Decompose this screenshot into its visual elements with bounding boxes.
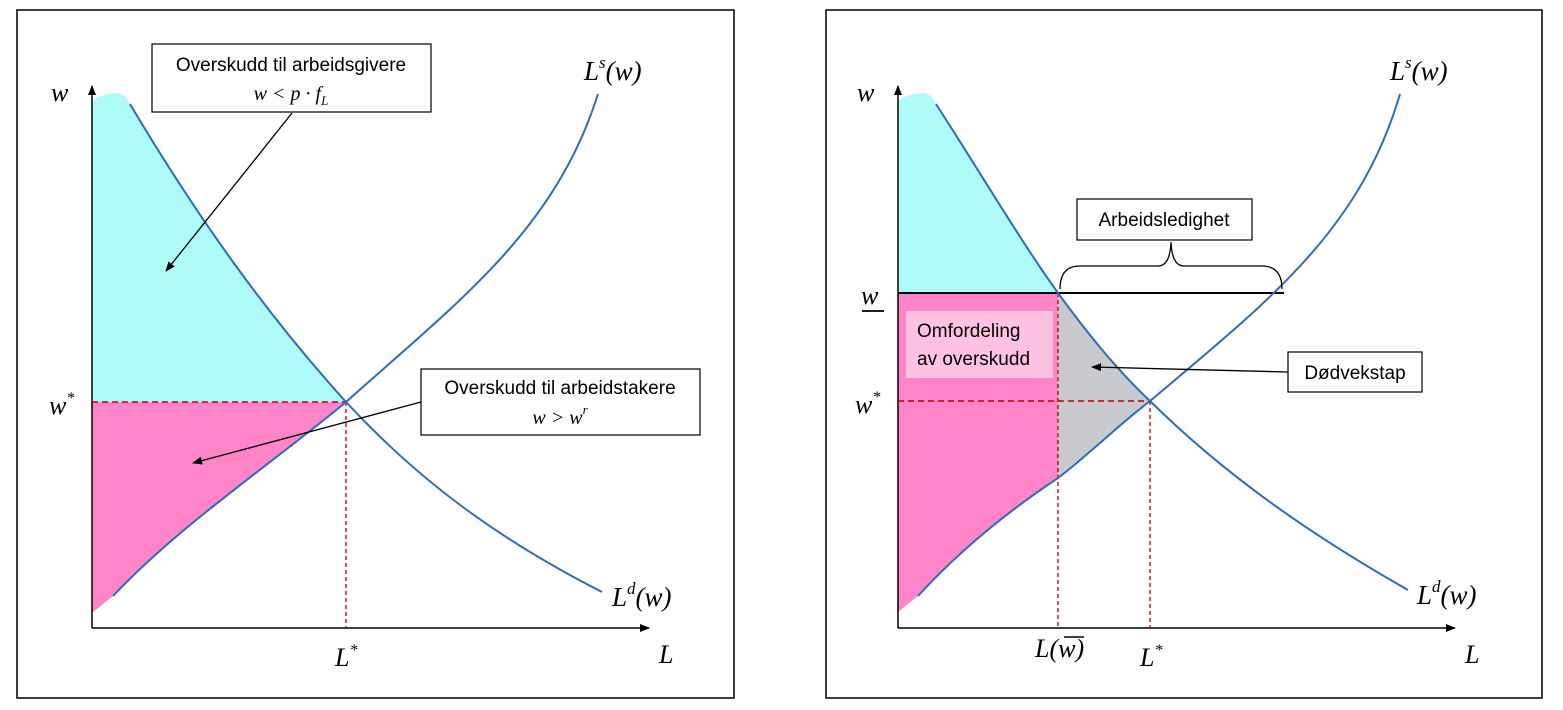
right-panel: Arbeidsledighet Omfordeling av overskudd…: [825, 9, 1543, 699]
right-wbar-label: w: [861, 281, 879, 310]
right-lwbar-label: L(w): [1034, 634, 1084, 663]
right-demand-label: Ld(w): [1416, 577, 1477, 610]
redistribution-label-line1: Omfordeling: [917, 321, 1021, 342]
right-supply-label: Ls(w): [1389, 53, 1448, 86]
right-supply-curve: [917, 93, 1401, 597]
left-wstar-label: w*: [49, 390, 74, 420]
right-y-axis-label: w: [857, 78, 875, 107]
left-y-axis-label: w: [51, 78, 69, 107]
right-panel-frame: [825, 9, 1543, 699]
deadweight-box-text: Dødvekstap: [1304, 363, 1405, 384]
unemployment-box-text: Arbeidsledighet: [1099, 210, 1231, 231]
left-panel-frame: [16, 9, 735, 699]
worker-surplus-box-line1: Overskudd til arbeidstakere: [444, 378, 675, 399]
redistribution-label-bg: [906, 311, 1053, 378]
left-demand-label: Ld(w): [611, 579, 672, 612]
redistribution-label-line2: av overskudd: [917, 349, 1030, 370]
right-employer-surplus-area: [898, 93, 1058, 293]
left-supply-curve: [112, 93, 599, 597]
worker-surplus-box-line2: w > wr: [532, 402, 588, 429]
employer-surplus-box-line1: Overskudd til arbeidsgivere: [176, 55, 406, 76]
left-x-axis-label: L: [658, 640, 673, 669]
deadweight-arrow: [1091, 363, 1289, 373]
unemployment-brace: [1059, 241, 1283, 290]
employer-surplus-arrow: [165, 112, 293, 272]
left-supply-label: Ls(w): [583, 53, 642, 86]
employer-surplus-box: [151, 43, 432, 113]
right-x-axis-label: L: [1464, 640, 1479, 669]
unemployment-box: [1076, 198, 1253, 241]
worker-surplus-area: [92, 402, 346, 613]
employer-surplus-box-line2: w < p · fL: [254, 83, 329, 108]
left-panel: w L w* L* Ls(w) Ld(w) Overskudd til arbe…: [16, 9, 735, 699]
right-demand-curve: [935, 103, 1409, 591]
left-lstar-label: L*: [334, 642, 357, 672]
employer-surplus-area: [92, 93, 346, 402]
deadweight-loss-area: [1058, 293, 1150, 478]
right-wstar-label: w*: [855, 389, 880, 419]
worker-surplus-box: [420, 368, 701, 436]
worker-surplus-arrow: [192, 401, 422, 465]
right-lstar-label: L*: [1139, 642, 1162, 672]
